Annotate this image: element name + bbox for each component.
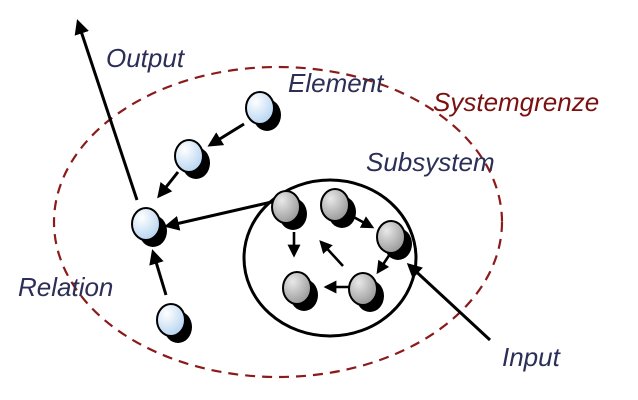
label-systemgrenze: Systemgrenze <box>433 87 599 117</box>
subsystem-node-3 <box>376 220 412 260</box>
element-node-top <box>245 91 281 131</box>
relation-arrow <box>149 249 168 296</box>
output-arrow <box>74 19 139 201</box>
subsystem-node-4 <box>282 271 318 311</box>
label-relation: Relation <box>18 272 113 302</box>
subsystem-node-5 <box>348 272 384 312</box>
subsystem-node-1 <box>271 190 307 230</box>
sub-arrow-4 <box>376 253 392 275</box>
element-node-middle <box>174 139 210 179</box>
label-input: Input <box>502 342 562 372</box>
element-chain-arrow-2 <box>157 171 180 199</box>
subsystem-boundary <box>242 178 418 338</box>
system-boundary <box>52 65 504 379</box>
input-arrow <box>406 262 492 342</box>
subsystem-to-element-arrow <box>164 199 277 231</box>
sub-arrow-3 <box>319 240 344 267</box>
element-node-central <box>131 207 167 247</box>
label-output: Output <box>106 43 186 73</box>
element-node-bottom <box>156 303 192 343</box>
element-chain-arrow-1 <box>207 122 245 147</box>
label-subsystem: Subsystem <box>366 147 495 177</box>
label-element: Element <box>288 68 385 98</box>
subsystem-node-2 <box>320 188 356 228</box>
